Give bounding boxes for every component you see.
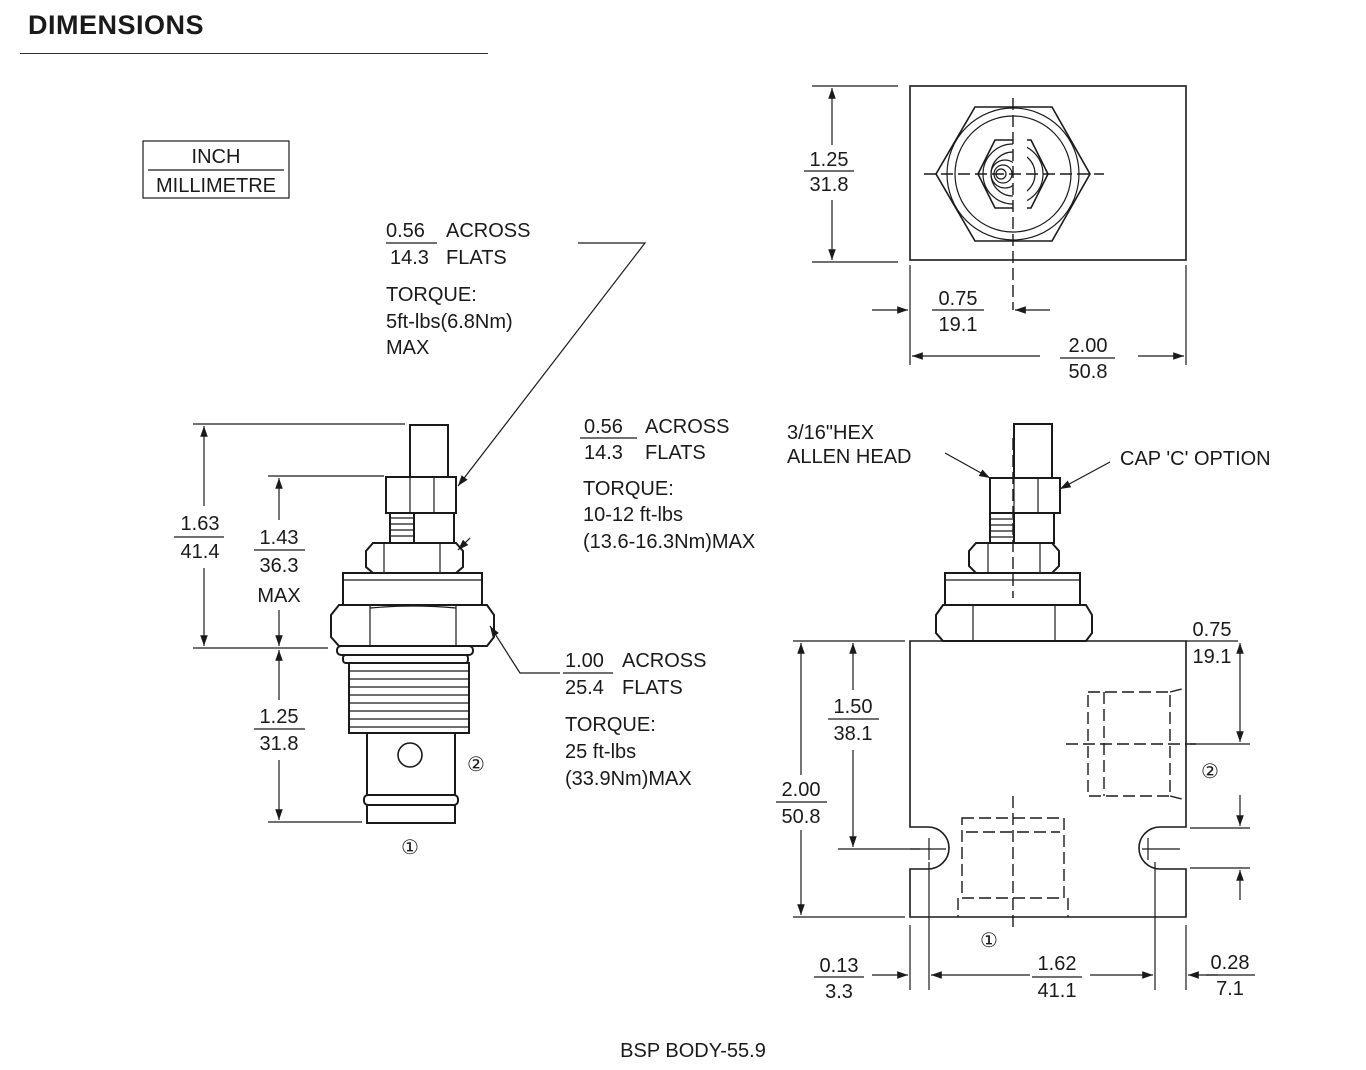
side-nose [366,804,456,824]
front-port-2-label: ② [1201,761,1219,783]
front-upper-hex [989,477,1061,514]
locknut-l1: ACROSS [645,416,729,438]
units-legend-box [142,140,290,199]
front-dim-hole-span-inch: 1.62 [1038,953,1077,975]
side-upper-hex [385,476,457,514]
dim-adjust-inch: 1.43 [260,527,299,549]
hex-body-torque-1: 25 ft-lbs [565,741,636,763]
hex-head-label-2: ALLEN HEAD [787,446,912,468]
front-port-1-label: ① [980,930,998,952]
hex-body-mm: 25.4 [565,677,604,699]
units-legend: INCH MILLIMETRE [142,140,290,199]
front-dim-port2-depth-mm: 38.1 [834,723,873,745]
side-thread-section [348,662,470,734]
hex-top-l1: ACROSS [446,220,530,242]
top-view: 1.25 31.8 0.75 19.1 2.00 50.8 [804,85,1187,383]
cap-option-label: CAP 'C' OPTION [1120,448,1271,470]
dim-overall-mm: 41.4 [181,541,220,563]
side-lock-nut [365,542,464,574]
front-adjust-stem [1013,423,1053,479]
front-port-2-hidden [1087,691,1171,797]
locknut-torque-1: 10-12 ft-lbs [583,504,683,526]
locknut-inch: 0.56 [584,416,623,438]
dim-insert-mm: 31.8 [260,733,299,755]
top-hex-outline [935,106,1091,242]
top-dim-width-inch: 2.00 [1069,335,1108,357]
side-main-hex [330,604,495,647]
front-block-outline [909,640,1187,918]
side-cross-hole [397,742,423,768]
hex-head-label-1: 3/16"HEX [787,422,874,444]
front-dim-left-hole-mm: 3.3 [825,981,853,1003]
hex-body-inch: 1.00 [565,650,604,672]
top-dim-width-mm: 50.8 [1069,361,1108,383]
side-adjust-stem [409,424,449,478]
hex-top-l2: FLATS [446,247,507,269]
front-dim-port2-depth-inch: 1.50 [834,696,873,718]
front-lock-nut [968,542,1060,574]
leader-top-hex [457,242,647,487]
leader-main-hex [489,625,560,674]
locknut-torque-2: (13.6-16.3Nm)MAX [583,531,755,553]
top-body-outline [909,85,1187,261]
front-dim-height-mm: 50.8 [782,806,821,828]
title-underline [20,53,488,54]
front-main-hex [935,604,1093,642]
side-view: 1.63 41.4 1.43 36.3 MAX 1.25 31.8 ② ① 0.… [174,220,706,859]
hex-body-torque-2: (33.9Nm)MAX [565,768,692,790]
locknut-torque-title: TORQUE: [583,478,674,500]
front-dim-left-hole-inch: 0.13 [820,955,859,977]
top-dim-height-inch: 1.25 [810,149,849,171]
hex-body-torque-title: TORQUE: [565,714,656,736]
front-dim-right-hole-inch: 0.28 [1211,952,1250,974]
body-note: BSP BODY-55.9 [620,1040,766,1062]
hex-top-inch: 0.56 [386,220,425,242]
top-dim-height-mm: 31.8 [810,174,849,196]
side-port-1-label: ① [401,837,419,859]
dim-adjust-mm: 36.3 [260,555,299,577]
top-dim-offset-mm: 19.1 [939,314,978,336]
hex-top-torque-1: 5ft-lbs(6.8Nm) [386,311,513,333]
front-dim-right-hole-mm: 7.1 [1216,978,1244,1000]
side-port-2-label: ② [467,754,485,776]
locknut-l2: FLATS [645,442,706,464]
hex-top-mm: 14.3 [390,247,429,269]
front-dim-port2-top-inch: 0.75 [1193,619,1232,641]
front-dim-hole-span-mm: 41.1 [1038,980,1077,1002]
side-seal-ring [336,645,474,656]
side-cap [342,572,483,606]
units-legend-inch: INCH [192,146,241,168]
hex-top-torque-title: TORQUE: [386,284,477,306]
dim-adjust-note: MAX [257,585,300,607]
units-legend-mm: MILLIMETRE [156,175,276,197]
hex-top-torque-2: MAX [386,337,429,359]
dim-overall-inch: 1.63 [181,513,220,535]
front-dim-height-inch: 2.00 [782,779,821,801]
locknut-mm: 14.3 [584,442,623,464]
front-view: 3/16"HEX ALLEN HEAD CAP 'C' OPTION 0.56 … [580,416,1271,1003]
hex-body-l2: FLATS [622,677,683,699]
hex-body-l1: ACROSS [622,650,706,672]
dim-insert-inch: 1.25 [260,706,299,728]
front-dim-port2-top-mm: 19.1 [1193,646,1232,668]
page-title: DIMENSIONS [28,10,205,40]
top-dim-offset-inch: 0.75 [939,288,978,310]
